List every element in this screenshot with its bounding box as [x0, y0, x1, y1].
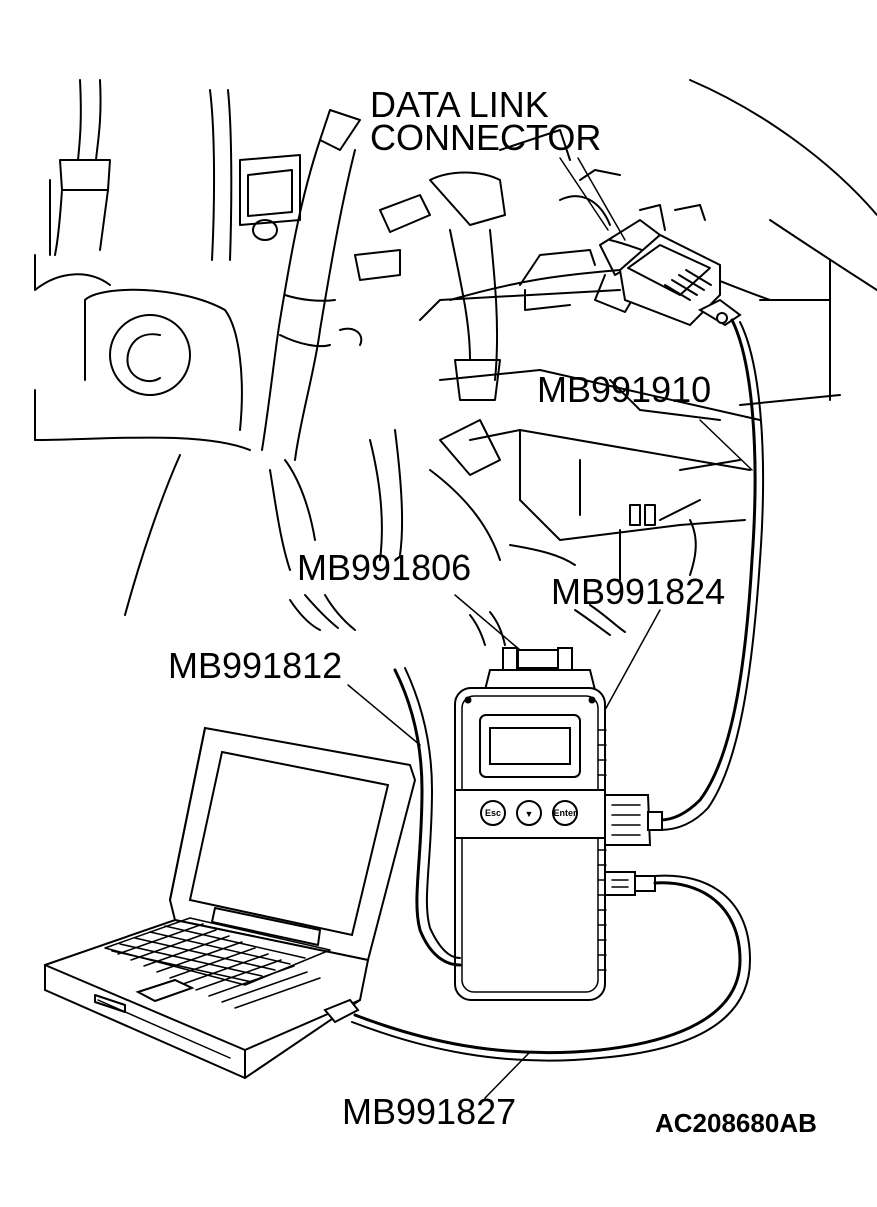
laptop-pc	[44, 726, 417, 1080]
label-mb991812: MB991812	[168, 645, 342, 686]
tester-button-down[interactable]: ▼	[516, 800, 542, 826]
enter-label: Enter	[553, 808, 577, 818]
label-mb991910: MB991910	[537, 369, 711, 410]
label-data-link-connector-line1: DATA LINK	[370, 84, 549, 125]
labels: DATA LINK CONNECTOR MB991910 MB991806 MB…	[168, 84, 817, 1138]
label-data-link-connector-line2: CONNECTOR	[370, 117, 601, 158]
label-mb991806: MB991806	[297, 547, 471, 588]
figure-id: AC208680AB	[655, 1108, 817, 1138]
laptop-touchpad[interactable]	[135, 978, 195, 1003]
tester-button-enter[interactable]: Enter	[552, 800, 578, 826]
leader-lines	[347, 157, 753, 1099]
tester-button-esc[interactable]: Esc	[480, 800, 506, 826]
cable-mb991910	[658, 318, 765, 831]
cable-mb991827	[351, 874, 751, 1062]
tester-mb991824: Esc ▼ Enter	[454, 647, 663, 1001]
esc-label: Esc	[485, 808, 501, 818]
cable-mb991812	[393, 667, 462, 967]
label-mb991827: MB991827	[342, 1091, 516, 1132]
down-arrow-icon: ▼	[525, 809, 534, 819]
dashboard-background	[34, 79, 877, 646]
laptop-keyboard[interactable]	[104, 917, 331, 1009]
data-link-connector	[594, 219, 742, 327]
label-mb991824: MB991824	[551, 571, 725, 612]
